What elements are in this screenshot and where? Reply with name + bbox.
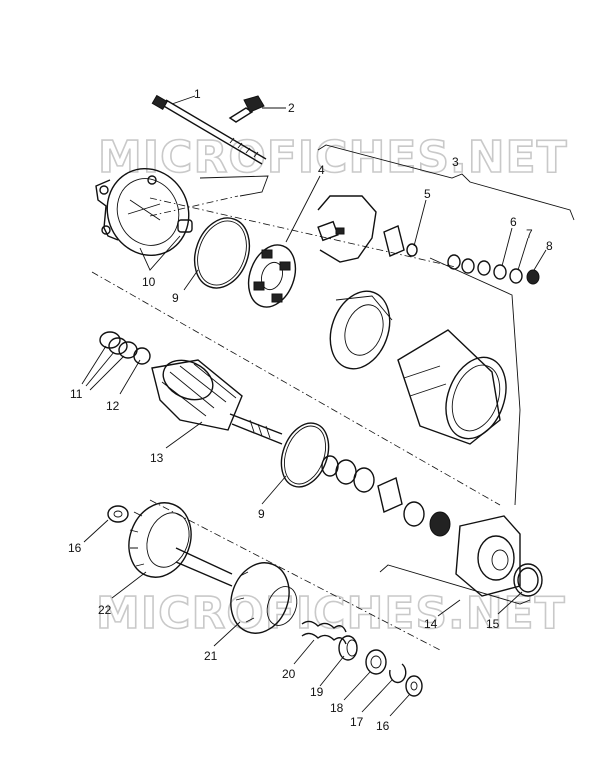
callout-22: 22 xyxy=(98,603,112,617)
callout-19: 19 xyxy=(310,685,324,699)
callout-5: 5 xyxy=(424,187,431,201)
armature xyxy=(151,359,283,445)
callout-7: 7 xyxy=(526,227,533,241)
end-housing xyxy=(455,515,521,597)
callout-9-lower: 9 xyxy=(258,507,265,521)
end-seal xyxy=(513,563,543,597)
through-bolt xyxy=(151,94,267,165)
callout-17: 17 xyxy=(350,715,364,729)
circlip xyxy=(389,663,407,684)
callout-21: 21 xyxy=(204,649,218,663)
brush-holder xyxy=(317,195,405,263)
callout-3: 3 xyxy=(452,155,459,169)
callout-16-lower: 16 xyxy=(376,719,390,733)
callout-18: 18 xyxy=(330,701,344,715)
callout-12: 12 xyxy=(106,399,120,413)
callout-labels: 1 2 3 4 5 6 7 8 9 10 11 12 13 9 16 22 21… xyxy=(68,87,553,733)
clutch-spring xyxy=(301,620,347,645)
collar xyxy=(338,635,358,661)
callout-16-upper: 16 xyxy=(68,541,82,555)
front-cover xyxy=(95,167,193,257)
reduction-gear xyxy=(128,502,233,587)
brush-plate xyxy=(247,244,297,308)
bearing-set xyxy=(99,331,151,365)
callout-9-upper: 9 xyxy=(172,291,179,305)
o-ring-upper xyxy=(193,217,251,289)
bearing xyxy=(365,649,387,675)
washer-lower xyxy=(405,675,423,697)
callout-10: 10 xyxy=(142,275,156,289)
callout-13: 13 xyxy=(150,451,164,465)
callout-8: 8 xyxy=(546,239,553,253)
callout-20: 20 xyxy=(282,667,296,681)
callout-6: 6 xyxy=(510,215,517,229)
callout-14: 14 xyxy=(424,617,438,631)
starter-clutch xyxy=(230,562,298,634)
washer-upper xyxy=(107,505,129,523)
o-ring-lower xyxy=(280,422,330,488)
watermark-bottom: MICROFICHES.NET xyxy=(96,588,566,639)
callout-2: 2 xyxy=(288,101,295,115)
brush-cover xyxy=(329,290,393,370)
assembly-brackets xyxy=(199,144,575,605)
thrust-washers xyxy=(321,455,451,537)
leader-lines xyxy=(81,95,547,717)
callout-4: 4 xyxy=(318,163,325,177)
callout-15: 15 xyxy=(486,617,500,631)
callout-1: 1 xyxy=(194,87,201,101)
callout-11: 11 xyxy=(70,387,83,401)
small-o-ring xyxy=(406,243,418,257)
mounting-bolt xyxy=(228,95,265,123)
terminal-hardware xyxy=(447,254,540,285)
assembly-centerlines xyxy=(91,195,501,651)
yoke-housing xyxy=(397,329,507,445)
watermark-top: MICROFICHES.NET xyxy=(98,132,568,183)
